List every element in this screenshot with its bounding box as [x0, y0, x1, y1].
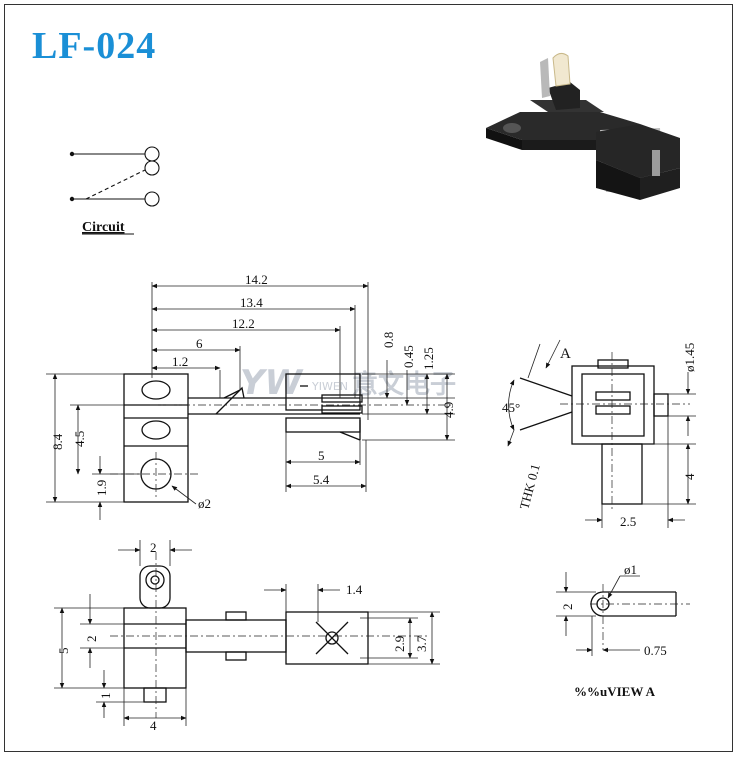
pin-diameter: ø1.45 — [682, 343, 697, 372]
circuit-symbol: Circuit — [69, 146, 160, 235]
circuit-contact — [144, 191, 160, 207]
end-height: 4 — [682, 473, 697, 480]
ear-width: 2 — [150, 540, 157, 555]
dim-3-7: 3.7 — [414, 635, 429, 652]
detail-view-a: ø1 2 0.75 %%uVIEW A — [556, 562, 690, 699]
watermark-logo: YW — [240, 363, 304, 403]
dim-4-9: 4.9 — [441, 402, 456, 418]
blade-thickness: THK 0.1 — [516, 462, 542, 511]
dim-top-1: 1 — [98, 693, 113, 700]
blade-angle: 45° — [502, 400, 520, 415]
dim-8-4: 8.4 — [50, 433, 65, 450]
drawing-frame — [4, 4, 733, 752]
view-a-arrow-label: A — [560, 346, 571, 362]
dim-arm-length: 12.2 — [232, 316, 255, 331]
top-view: 2 5 2 1 4 1.4 2.9 3.7 — [54, 540, 440, 733]
dim-overall-length: 14.2 — [245, 272, 268, 287]
dim-1-9: 1.9 — [94, 480, 109, 496]
dim-terminal-length: 13.4 — [240, 295, 263, 310]
dim-1-25: 1.25 — [421, 347, 436, 370]
top-mount-ear — [139, 565, 171, 609]
dim-5: 5 — [318, 448, 325, 463]
circuit-contact — [144, 160, 160, 176]
end-view: 45° A THK 0.1 ø1.45 4 2.5 — [502, 339, 697, 529]
mount-hole-diameter: ø2 — [198, 496, 211, 511]
circuit-contact — [144, 146, 160, 162]
end-body — [571, 365, 655, 445]
upper-pin-hole — [141, 380, 171, 400]
side-view: 14.2 13.4 12.2 6 1.2 0.8 0.45 1.25 4.9 8… — [46, 272, 456, 520]
dim-offset-6: 6 — [196, 336, 203, 351]
dim-top-5: 5 — [56, 648, 71, 655]
part-number-title: LF-024 — [32, 25, 157, 67]
detail-offset: 0.75 — [644, 643, 667, 658]
dim-0-8: 0.8 — [381, 332, 396, 348]
housing-body — [123, 373, 189, 503]
product-photo — [486, 52, 680, 200]
circuit-label: Circuit — [82, 220, 125, 235]
lower-pin-hole — [141, 420, 171, 440]
detail-hole-diameter: ø1 — [624, 562, 637, 577]
detail-height: 2 — [560, 604, 575, 611]
dim-top-2: 2 — [84, 636, 99, 643]
dim-4-5: 4.5 — [72, 431, 87, 447]
dim-5-4: 5.4 — [313, 472, 330, 487]
dim-top-4: 4 — [150, 718, 157, 733]
detail-caption: %%uVIEW A — [574, 684, 656, 699]
end-width: 2.5 — [620, 514, 636, 529]
dim-2-9: 2.9 — [392, 636, 407, 652]
dim-0-45: 0.45 — [401, 345, 416, 368]
dim-1-4: 1.4 — [346, 582, 363, 597]
top-terminal-block — [285, 611, 369, 665]
watermark-brand-en: YIWEN — [311, 380, 348, 393]
dim-offset-1-2: 1.2 — [172, 354, 188, 369]
